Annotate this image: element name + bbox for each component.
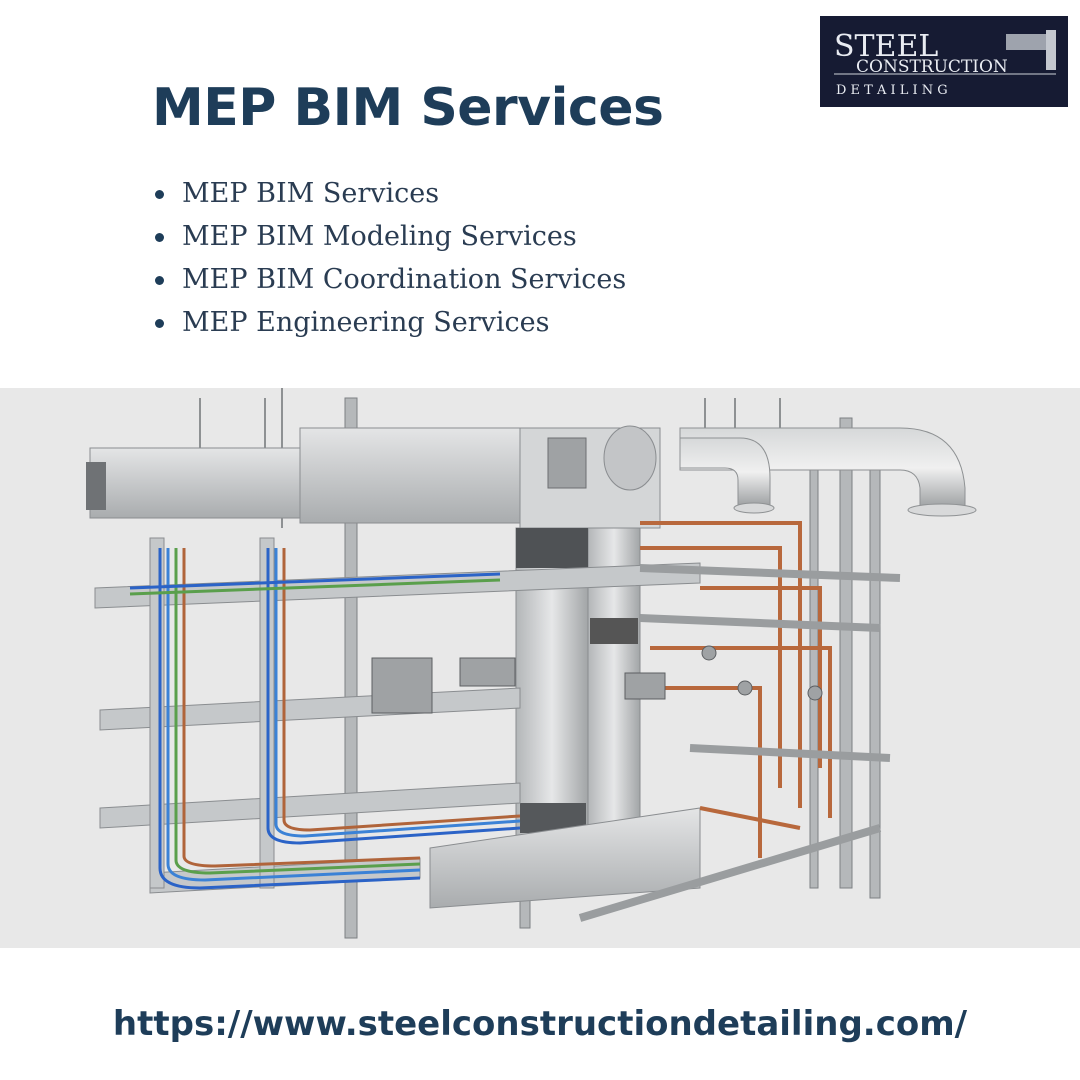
- list-item: MEP BIM Coordination Services: [152, 258, 626, 301]
- logo-line3: D E T A I L I N G: [836, 83, 948, 98]
- services-list: MEP BIM Services MEP BIM Modeling Servic…: [152, 172, 626, 344]
- mep-illustration: [0, 388, 1080, 948]
- company-logo: STEEL CONSTRUCTION D E T A I L I N G: [820, 16, 1068, 107]
- list-item: MEP Engineering Services: [152, 301, 626, 344]
- logo-line1: STEEL: [834, 29, 938, 64]
- bullet-icon: [155, 276, 164, 285]
- website-url: https://www.steelconstructiondetailing.c…: [112, 1004, 968, 1044]
- logo-graphic: STEEL CONSTRUCTION D E T A I L I N G: [834, 29, 1056, 98]
- bullet-icon: [155, 319, 164, 328]
- list-item: MEP BIM Modeling Services: [152, 215, 626, 258]
- page-title: MEP BIM Services: [152, 78, 664, 138]
- list-item-label: MEP BIM Modeling Services: [182, 221, 577, 252]
- logo-line2: CONSTRUCTION: [856, 57, 1008, 77]
- bullet-icon: [155, 190, 164, 199]
- list-item-label: MEP BIM Coordination Services: [182, 264, 627, 295]
- list-item-label: MEP Engineering Services: [182, 307, 550, 338]
- mep-pipework-icon: [86, 388, 977, 939]
- list-item: MEP BIM Services: [152, 172, 626, 215]
- bullet-icon: [155, 233, 164, 242]
- list-item-label: MEP BIM Services: [182, 178, 440, 209]
